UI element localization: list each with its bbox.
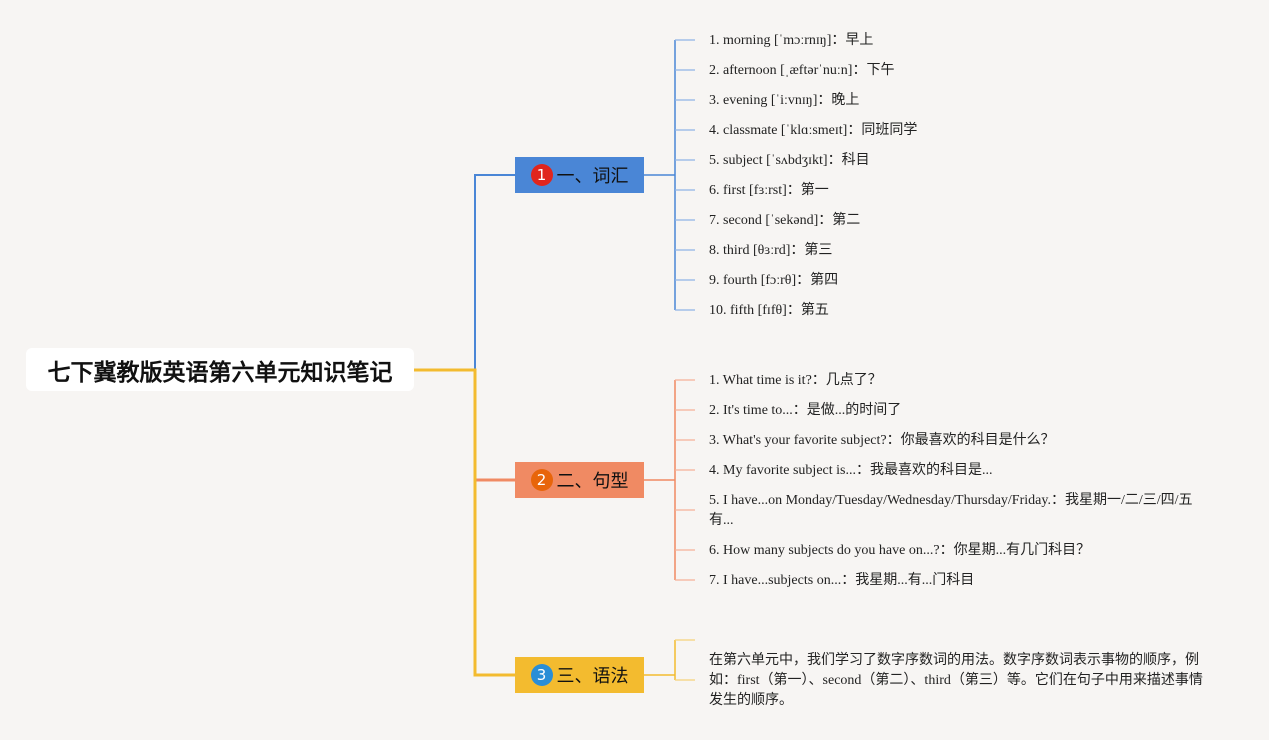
root-title: 七下冀教版英语第六单元知识笔记 (47, 359, 393, 386)
vocab-item[interactable]: 4. classmate [ˈklɑːsmeɪt]：同班同学 (709, 123, 918, 138)
grammar-note[interactable]: 在第六单元中，我们学习了数字序数词的用法。数字序数词表示事物的顺序，例如：fir… (709, 653, 1203, 708)
sentence-item[interactable]: 4. My favorite subject is...：我最喜欢的科目是... (709, 463, 993, 478)
branch-label: 二、句型 (556, 471, 629, 492)
number-badge-icon: 2 (530, 469, 553, 491)
vocab-item[interactable]: 3. evening [ˈiːvnɪŋ]：晚上 (709, 93, 860, 108)
vocab-item[interactable]: 1. morning [ˈmɔːrnɪŋ]：早上 (709, 33, 874, 48)
sentence-item[interactable]: 6. How many subjects do you have on...?：… (709, 543, 1091, 558)
sentence-item[interactable]: 3. What's your favorite subject?：你最喜欢的科目… (709, 433, 1055, 448)
sentence-item[interactable]: 2. It's time to...：是做...的时间了 (709, 403, 902, 418)
vocab-item[interactable]: 8. third [θɜːrd]：第三 (709, 243, 833, 258)
branch-grammar[interactable]: 3 三、语法 (515, 657, 644, 693)
sentence-item[interactable]: 7. I have...subjects on...：我星期...有...门科目 (709, 573, 975, 588)
vocab-item[interactable]: 6. first [fɜːrst]：第一 (709, 183, 829, 198)
vocab-item[interactable]: 5. subject [ˈsʌbdʒɪkt]：科目 (709, 153, 870, 168)
sentence-item[interactable]: 1. What time is it?：几点了？ (709, 373, 882, 388)
vocab-item[interactable]: 7. second [ˈsekənd]：第二 (709, 213, 861, 228)
vocab-item[interactable]: 2. afternoon [ˌæftərˈnuːn]：下午 (709, 63, 895, 78)
branch-label: 三、语法 (556, 666, 629, 687)
root-node[interactable]: 七下冀教版英语第六单元知识笔记 (26, 348, 414, 391)
branch-label: 一、词汇 (556, 166, 629, 187)
sentence-item[interactable]: 5. I have...on Monday/Tuesday/Wednesday/… (709, 493, 1193, 528)
number-badge-icon: 3 (530, 664, 553, 686)
branch-sentence-patterns[interactable]: 2 二、句型 (515, 462, 644, 498)
number-badge-icon: 1 (530, 164, 553, 186)
vocab-item[interactable]: 9. fourth [fɔːrθ]：第四 (709, 273, 839, 288)
vocab-item[interactable]: 10. fifth [fɪfθ]：第五 (709, 303, 829, 318)
branch-vocabulary[interactable]: 1 一、词汇 (515, 157, 644, 193)
